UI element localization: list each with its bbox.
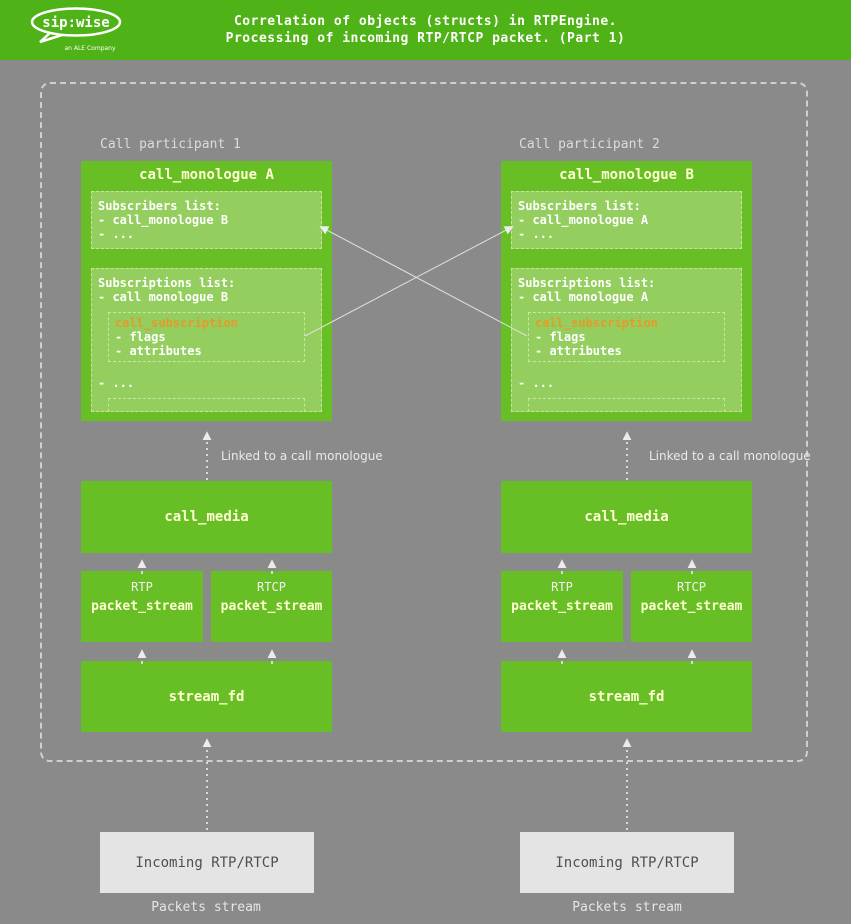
participant-1-label: Call participant 1 xyxy=(100,137,241,152)
rtp-label-1: RTP xyxy=(131,580,153,594)
logo-bubble-icon xyxy=(30,7,122,37)
objects-boundary-frame xyxy=(40,82,808,762)
page-title: Correlation of objects (structs) in RTPE… xyxy=(0,13,851,47)
call-subscription-title-1: call_subscription xyxy=(115,316,238,330)
incoming-rtp-rtcp-box-2: Incoming RTP/RTCP xyxy=(520,832,734,893)
subscribers-list-box-2: Subscribers list: - call_monologue A - .… xyxy=(511,191,742,249)
packet-stream-rtcp-box-2: RTCP packet_stream xyxy=(631,571,752,642)
rtcp-label-1: RTCP xyxy=(257,580,286,594)
logo-bubble-tail-icon xyxy=(39,32,63,44)
packet-stream-label-1b: packet_stream xyxy=(220,599,323,614)
subscribers-item-2-1: - call_monologue A xyxy=(518,213,649,227)
packet-stream-label-2a: packet_stream xyxy=(511,599,613,614)
subscribers-title-2: Subscribers list: xyxy=(518,199,641,213)
header-bar: sip:wise an ALE Company Correlation of o… xyxy=(0,0,851,60)
page-title-line1: Correlation of objects (structs) in RTPE… xyxy=(233,14,618,29)
call-media-label-2: call_media xyxy=(584,509,669,525)
call-subscription-attributes-1: - attributes xyxy=(115,344,202,358)
subscriptions-item-2: - call monologue A xyxy=(518,290,649,304)
incoming-label-1: Incoming RTP/RTCP xyxy=(135,854,279,871)
linked-label-2: Linked to a call monologue xyxy=(649,449,811,463)
rtcp-label-2: RTCP xyxy=(677,580,706,594)
subscribers-list-box-1: Subscribers list: - call_monologue B - .… xyxy=(91,191,322,249)
packet-stream-label-2b: packet_stream xyxy=(640,599,743,614)
sipwise-logo: sip:wise an ALE Company xyxy=(30,7,122,52)
packets-stream-label-2: Packets stream xyxy=(572,900,682,915)
packets-stream-label-1: Packets stream xyxy=(151,900,261,915)
subscribers-item-1-2: - ... xyxy=(98,227,135,241)
packet-stream-rtp-box-1: RTP packet_stream xyxy=(81,571,203,642)
subscribers-title-1: Subscribers list: xyxy=(98,199,221,213)
rtp-label-2: RTP xyxy=(551,580,573,594)
call-subscription-box-2: call_subscription - flags - attributes xyxy=(528,312,725,362)
subscriptions-more-2: - ... xyxy=(518,376,555,390)
packet-stream-label-1a: packet_stream xyxy=(91,599,193,614)
call-subscription-attributes-2: - attributes xyxy=(535,344,622,358)
subscriptions-item-1: - call monologue B xyxy=(98,290,229,304)
incoming-label-2: Incoming RTP/RTCP xyxy=(555,854,699,871)
call-subscription-flags-2: - flags xyxy=(535,330,586,344)
subscriptions-title-1: Subscriptions list: xyxy=(98,276,236,290)
linked-label-1: Linked to a call monologue xyxy=(221,449,383,463)
page-title-line2: Processing of incoming RTP/RTCP packet. … xyxy=(225,31,626,46)
packet-stream-rtcp-box-1: RTCP packet_stream xyxy=(211,571,332,642)
logo-brand-text: sip:wise xyxy=(42,15,109,31)
subscriptions-title-2: Subscriptions list: xyxy=(518,276,656,290)
subscriptions-more-1: - ... xyxy=(98,376,135,390)
call-media-label-1: call_media xyxy=(164,509,249,525)
logo-tagline-text: an ALE Company xyxy=(64,45,116,52)
subscription-partial-box-2 xyxy=(528,398,725,411)
packet-stream-rtp-box-2: RTP packet_stream xyxy=(501,571,623,642)
subscribers-item-1-1: - call_monologue B xyxy=(98,213,229,227)
call-subscription-box-1: call_subscription - flags - attributes xyxy=(108,312,305,362)
stream-fd-box-1: stream_fd xyxy=(81,661,332,732)
call-subscription-title-2: call_subscription xyxy=(535,316,658,330)
call-media-box-1: call_media xyxy=(81,481,332,553)
subscription-partial-box-1 xyxy=(108,398,305,411)
call-monologue-a-title: call_monologue A xyxy=(139,167,274,183)
call-subscription-flags-1: - flags xyxy=(115,330,166,344)
subscriptions-list-box-2: Subscriptions list: - call monologue A c… xyxy=(511,268,742,412)
subscribers-item-2-2: - ... xyxy=(518,227,555,241)
stream-fd-box-2: stream_fd xyxy=(501,661,752,732)
participant-2-label: Call participant 2 xyxy=(519,137,660,152)
incoming-rtp-rtcp-box-1: Incoming RTP/RTCP xyxy=(100,832,314,893)
call-media-box-2: call_media xyxy=(501,481,752,553)
subscriptions-list-box-1: Subscriptions list: - call monologue B c… xyxy=(91,268,322,412)
stream-fd-label-1: stream_fd xyxy=(168,688,245,705)
stream-fd-label-2: stream_fd xyxy=(588,688,665,705)
call-monologue-b-title: call_monologue B xyxy=(559,167,694,183)
